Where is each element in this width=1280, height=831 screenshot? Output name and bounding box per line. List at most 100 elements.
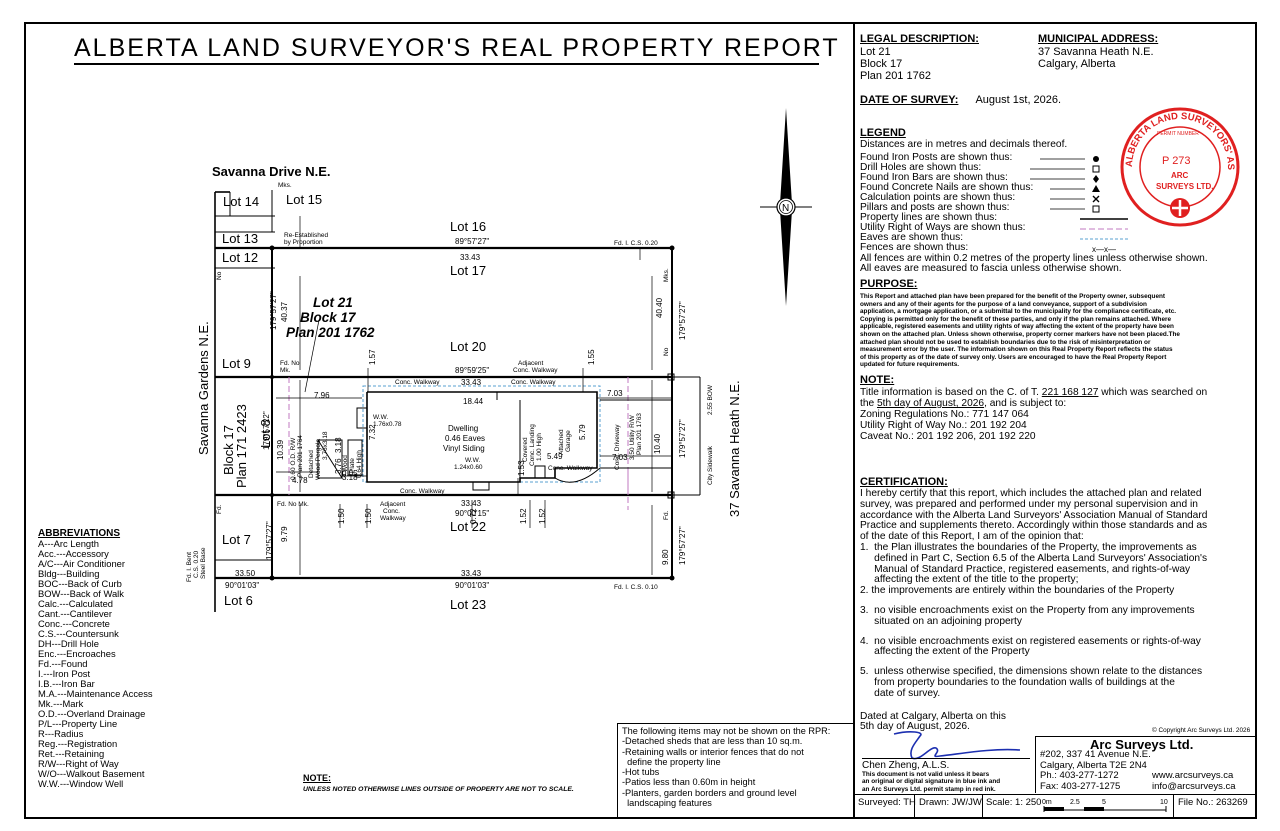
conc-walk-bottom: Conc. Walkway (400, 488, 445, 495)
dim-478: 4.78 (292, 476, 308, 485)
legend-row-6: Pillars and posts are shown thus: (860, 202, 1010, 213)
garage-label-2: Garage (565, 430, 572, 452)
shed-label-1: Detached (308, 450, 315, 478)
certification-heading: CERTIFICATION: (860, 476, 948, 488)
signature-line (862, 758, 1030, 759)
ww2-dims: 1.24x0.60 (454, 464, 483, 471)
legal-block: Lot 21 Block 17 Plan 201 1762 (860, 46, 931, 82)
cert-item-3: 3. no visible encroachments exist on the… (860, 604, 1195, 616)
abbr-item: Ret.---Retaining (38, 748, 105, 759)
od-row-label-1: 0.60 O.D. R/W (290, 437, 297, 480)
dim-157: 1.57 (368, 349, 377, 365)
lot20-label: Lot 20 (450, 339, 486, 354)
abbr-item: P/L---Property Line (38, 718, 118, 729)
report-title: ALBERTA LAND SURVEYOR'S REAL PROPERTY RE… (74, 34, 840, 62)
low-left-distance: 9.79 (280, 526, 289, 542)
surveyor-name: Chen Zheng, A.L.S. (862, 760, 950, 771)
lot7-label: Lot 7 (222, 532, 251, 547)
right-bearing: 179°57'27" (678, 301, 687, 340)
lot-title-line2: Block 17 (300, 310, 357, 325)
legend-row-1: Found Iron Posts are shown thus: (860, 152, 1013, 163)
cert-item-5: from property boundaries to the foundati… (860, 676, 1175, 688)
legend-row-4: Found Concrete Nails are shown thus: (860, 182, 1034, 193)
cert-item-1: affecting the extent of the title to the… (860, 574, 1079, 586)
lot9-label: Lot 9 (222, 356, 251, 371)
legal-heading: LEGAL DESCRIPTION: (860, 33, 979, 45)
abbr-item: R/W---Right of Way (38, 758, 119, 769)
copyright: © Copyright Arc Surveys Ltd. 2026 (1152, 727, 1251, 734)
purpose-text: This Report and attached plan have been … (860, 293, 1245, 369)
cert-item-1: defined in Part C, Section 6.5 of the Al… (860, 552, 1208, 564)
municipal-street: 37 Savanna Heath N.E. (1038, 46, 1154, 58)
abbr-item: I.B.---Iron Bar (38, 678, 95, 689)
cert-item-4: 4. no visible encroachments exist on reg… (860, 635, 1201, 647)
distance-3350: 33.50 (235, 569, 256, 578)
municipal-block: 37 Savanna Heath N.E. Calgary, Alberta (1038, 46, 1154, 70)
fd-label-1: Fd. (216, 504, 223, 514)
footer-rule (853, 794, 1257, 795)
purpose-line: Copying is permitted only for the benefi… (860, 315, 1172, 323)
note-heading: NOTE: (860, 374, 895, 386)
title-underline (74, 63, 819, 65)
dim-703a: 7.03 (607, 389, 623, 398)
purpose-heading: PURPOSE: (860, 278, 918, 290)
purpose-line: measurement error by the user. The infor… (860, 346, 1173, 354)
pillar-icon (1092, 205, 1100, 213)
abbr-item: Fd.---Found (38, 658, 88, 669)
distance-low: 33.43 (461, 569, 482, 578)
legend-row-12: All eaves are measured to fascia unless … (860, 263, 1122, 274)
signature (893, 731, 1021, 760)
cert-item-5: 5. unless otherwise specified, the dimen… (860, 666, 1203, 678)
purpose-line: attached plan should not be used to esta… (860, 338, 1151, 346)
lot-title-line1: Lot 21 (313, 295, 353, 310)
abbreviations-list: A---Arc Length Acc.---Accessory A/C---Ai… (38, 539, 153, 789)
concrete-nail-icon (1092, 185, 1100, 192)
stamp-firm-1: ARC (1171, 171, 1189, 180)
bar-label: 10 (1160, 799, 1168, 806)
cert-intro-line: accordance with the Alberta Land Surveyo… (860, 509, 1208, 521)
cert-intro-line: Practice and supplements thereto. Accord… (860, 520, 1208, 532)
rpr-note-item: -Detached sheds that are less than 10 sq… (622, 736, 803, 747)
rpr-note-item: -Hot tubs (622, 767, 660, 778)
dim-152a: 1.52 (519, 508, 528, 524)
fd-bent-3: Steel Base (200, 547, 207, 579)
purpose-line: updated for future requirements. (860, 361, 960, 369)
abbr-item: A/C---Air Conditioner (38, 558, 126, 569)
adjacent2b-label: Conc. (383, 508, 400, 515)
legal-lot: Lot 21 (860, 46, 891, 58)
dated-line: Dated at Calgary, Alberta on this (860, 710, 1006, 722)
bearing-bot: 90°00'15" (455, 509, 489, 518)
dim-796: 7.96 (314, 391, 330, 400)
note-line-2a: the (860, 398, 875, 409)
survey-date-value: August 1st, 2026. (975, 94, 1062, 106)
cert-item-2: 2. the improvements are entirely within … (860, 585, 1175, 597)
dim-153: 1.53 (517, 460, 526, 476)
abbr-item: Calc.---Calculated (38, 598, 114, 609)
landing-label-2: Conc. Landing (529, 424, 536, 466)
note-bottom-text: UNLESS NOTED OTHERWISE LINES OUTSIDE OF … (303, 786, 574, 793)
distance-top: 33.43 (460, 253, 481, 262)
lot-right-bearing: 179°57'27" (678, 419, 687, 458)
rpr-note: The following items may not be shown on … (622, 726, 830, 808)
utility-line: Utility Right of Way No.: 201 192 204 (860, 420, 1027, 431)
left-distance: 40.37 (280, 301, 289, 322)
fd-label-2: Fd. (663, 510, 670, 520)
bearing-low: 90°01'03" (455, 581, 489, 590)
adjacent2-label: Adjacent (380, 501, 405, 508)
abbr-item: Enc.---Encroaches (38, 648, 116, 659)
adjacent2c-label: Walkway (380, 515, 407, 522)
legend-row-0: Distances are in metres and decimals the… (860, 139, 1068, 150)
searched-date: 5th day of August, 2026 (877, 398, 985, 409)
column-divider (853, 22, 855, 819)
mks-label-2: Mks. (663, 268, 670, 282)
distance-bot: 33.43 (461, 499, 482, 508)
website-link[interactable]: www.arcsurveys.ca (1152, 770, 1234, 781)
email-link[interactable]: info@arcsurveys.ca (1152, 780, 1236, 792)
legend-row-3: Found Iron Bars are shown thus: (860, 172, 1008, 183)
zoning-line: Zoning Regulations No.: 771 147 064 (860, 409, 1029, 420)
ww1-label: W.W. (373, 414, 388, 421)
fd-low-label: Fd. I. C.S. 0.10 (614, 584, 658, 591)
abbr-item: A---Arc Length (38, 538, 99, 549)
dim-150b: 1.50 (364, 508, 373, 524)
calc-point-icon (1092, 195, 1100, 203)
